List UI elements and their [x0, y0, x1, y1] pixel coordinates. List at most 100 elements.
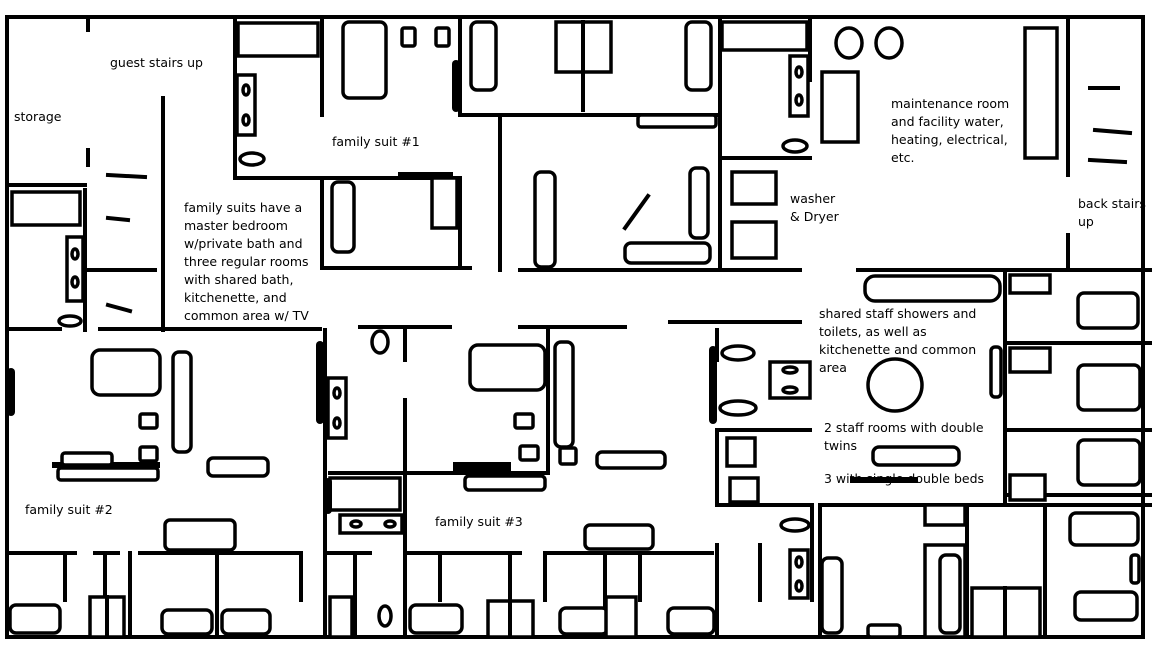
counter [65, 235, 85, 303]
couch [871, 445, 961, 467]
label-staff-rooms-twins: 2 staff rooms with double twins [824, 420, 984, 453]
nightstand [400, 26, 417, 48]
nightstand [866, 623, 902, 639]
closet [328, 476, 402, 512]
label-back-stairs: back stairs up [1078, 196, 1146, 229]
guest-stairs [105, 172, 148, 314]
label-storage: storage [14, 109, 62, 124]
couch [430, 176, 459, 230]
nightstand [434, 26, 451, 48]
nightstand [138, 412, 159, 430]
back-stairs [1087, 86, 1133, 165]
sink [794, 65, 804, 79]
bed [1076, 291, 1140, 330]
toilet [718, 399, 758, 417]
toilet [781, 138, 809, 154]
label-guest-stairs: guest stairs up [110, 55, 203, 70]
bed [341, 20, 388, 100]
electrical-panel [1023, 26, 1059, 160]
table [163, 518, 237, 552]
common-table [866, 357, 924, 413]
table [583, 523, 655, 551]
door-swing [622, 193, 651, 231]
tub [666, 606, 716, 636]
bed [688, 166, 710, 240]
counter [623, 241, 712, 265]
water-tank [834, 26, 864, 60]
closet [1008, 473, 1047, 502]
dryer [730, 220, 778, 260]
washer [730, 170, 778, 206]
tub [220, 608, 272, 636]
counter [463, 474, 547, 492]
stove [728, 476, 760, 504]
bed [553, 340, 575, 449]
bed [468, 343, 547, 392]
sink [794, 579, 804, 593]
toilet [720, 344, 756, 362]
label-maintenance: maintenance room and facility water, hea… [891, 96, 1010, 165]
tv-stand [453, 462, 511, 471]
sink [70, 275, 80, 289]
sink [349, 519, 363, 529]
bed [989, 345, 1003, 399]
nightstand [558, 446, 578, 466]
stair-step [105, 215, 131, 223]
tub [8, 603, 62, 635]
sink [781, 365, 799, 375]
tv-stand [398, 172, 453, 178]
nightstand [138, 445, 159, 463]
couch [595, 450, 667, 470]
bed [1068, 511, 1140, 547]
counter [788, 54, 810, 118]
bed [684, 20, 713, 92]
bed [330, 180, 356, 254]
closet [720, 20, 809, 52]
closet [236, 21, 320, 58]
sink [794, 555, 804, 569]
boiler [820, 70, 860, 144]
sink [794, 93, 804, 107]
bed [820, 556, 844, 635]
sink [70, 247, 80, 261]
label-family-suite-2: family suit #2 [25, 502, 113, 517]
bed [938, 553, 962, 635]
sink [332, 386, 342, 400]
sink [781, 385, 799, 395]
closet [923, 503, 967, 527]
stair-step [1092, 127, 1133, 136]
storage-shelf [10, 190, 82, 227]
bed [1076, 438, 1142, 487]
label-staff-rooms-single: 3 with single double beds [824, 471, 985, 486]
shower [328, 595, 354, 639]
sink [383, 519, 397, 529]
label-staff-shared: shared staff showers and toilets, as wel… [819, 306, 977, 375]
sink [241, 113, 251, 127]
closet [1008, 346, 1052, 374]
sink [332, 416, 342, 430]
toilet [57, 314, 83, 328]
tub [558, 606, 610, 636]
fridge [725, 436, 757, 468]
stair-step [105, 302, 133, 314]
bed [469, 20, 498, 92]
bed [90, 348, 162, 397]
sink [241, 83, 251, 97]
label-family-suite-note: family suits have a master bedroom w/pri… [184, 200, 309, 323]
fixtures [7, 20, 1142, 639]
bed [533, 170, 557, 269]
bed [1073, 590, 1139, 622]
label-washer-dryer: washer & Dryer [790, 191, 839, 224]
toilet [377, 604, 393, 628]
toilet [238, 151, 266, 167]
label-family-suite-3: family suit #3 [435, 514, 523, 529]
tv-stand [850, 477, 918, 483]
closet [1008, 273, 1052, 295]
stair-step [1087, 157, 1128, 165]
bed [171, 350, 193, 454]
couch [863, 274, 1002, 303]
toilet [779, 517, 811, 533]
nightstand [518, 444, 540, 462]
walls [5, 15, 1152, 639]
